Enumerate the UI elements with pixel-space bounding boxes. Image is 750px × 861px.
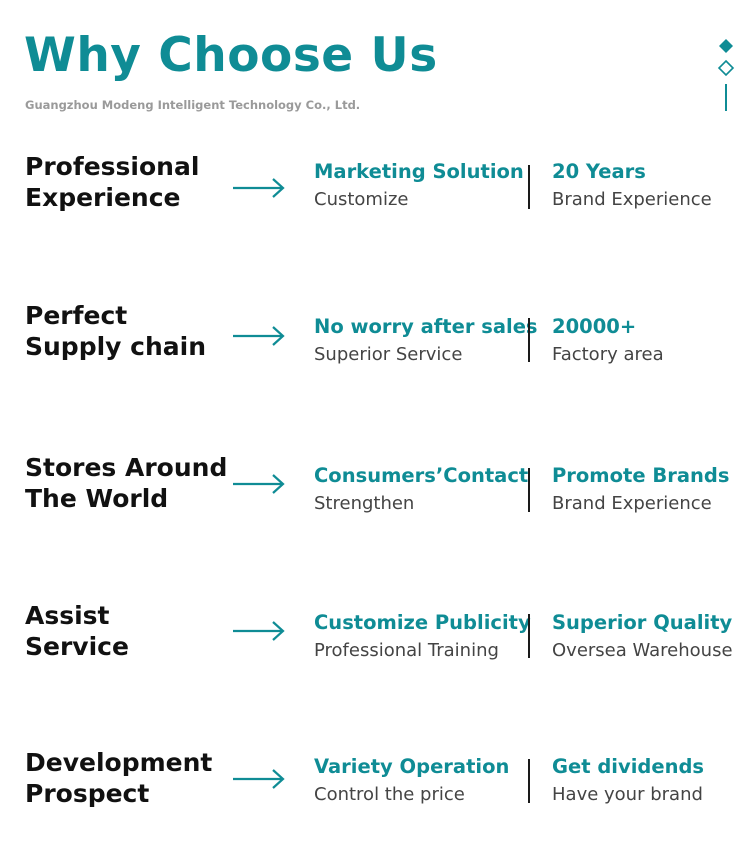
feature-left: Consumers’Contact Strengthen	[314, 462, 528, 518]
feature-row-professional-experience: Professional Experience Marketing Soluti…	[0, 151, 750, 241]
feature-row-perfect-supply-chain: Perfect Supply chain No worry after sale…	[0, 300, 750, 390]
feature-left: No worry after sales Superior Service	[314, 313, 538, 369]
row-heading-line: Development	[25, 748, 213, 777]
company-name: Guangzhou Modeng Intelligent Technology …	[25, 98, 361, 112]
feature-right: Superior Quality Oversea Warehouse	[552, 609, 733, 665]
feature-subtitle: Superior Service	[314, 344, 463, 365]
feature-title: Customize Publicity	[314, 611, 531, 634]
feature-subtitle: Brand Experience	[552, 493, 712, 514]
feature-subtitle: Oversea Warehouse	[552, 640, 733, 661]
feature-row-assist-service: Assist Service Customize Publicity Profe…	[0, 600, 750, 690]
feature-title: 20000+	[552, 315, 637, 338]
row-heading-line: Service	[25, 632, 129, 661]
row-heading-line: Stores Around	[25, 453, 228, 482]
row-heading: Stores Around The World	[25, 452, 230, 514]
feature-title: Get dividends	[552, 755, 705, 778]
feature-subtitle: Brand Experience	[552, 189, 712, 210]
feature-title: Promote Brands	[552, 464, 730, 487]
feature-right: Promote Brands Brand Experience	[552, 462, 729, 518]
row-heading-line: Supply chain	[25, 332, 207, 361]
row-heading: Development Prospect	[25, 747, 230, 809]
feature-left: Customize Publicity Professional Trainin…	[314, 609, 531, 665]
feature-right: 20 Years Brand Experience	[552, 158, 712, 214]
right-arrow-icon	[233, 326, 285, 346]
outline-diamond-icon	[717, 59, 735, 77]
diamond-decoration-icon	[717, 39, 735, 111]
right-arrow-icon	[233, 621, 285, 641]
feature-title: No worry after sales	[314, 315, 538, 338]
feature-row-development-prospect: Development Prospect Variety Operation C…	[0, 745, 750, 835]
feature-left: Variety Operation Control the price	[314, 753, 509, 809]
feature-title: Superior Quality	[552, 611, 733, 634]
feature-subtitle: Professional Training	[314, 640, 499, 661]
feature-subtitle: Control the price	[314, 784, 465, 805]
feature-title: 20 Years	[552, 160, 646, 183]
feature-title: Variety Operation	[314, 755, 510, 778]
page-title: Why Choose Us	[24, 28, 438, 83]
feature-right: Get dividends Have your brand	[552, 753, 704, 809]
row-heading-line: Perfect	[25, 301, 128, 330]
row-heading-line: Professional	[25, 152, 200, 181]
row-heading: Perfect Supply chain	[25, 300, 230, 362]
column-divider	[528, 318, 530, 362]
row-heading: Assist Service	[25, 600, 230, 662]
column-divider	[528, 614, 530, 658]
column-divider	[528, 759, 530, 803]
filled-diamond-icon	[719, 39, 733, 53]
feature-subtitle: Factory area	[552, 344, 664, 365]
feature-title: Marketing Solution	[314, 160, 524, 183]
row-heading-line: Experience	[25, 183, 181, 212]
feature-title: Consumers’Contact	[314, 464, 529, 487]
column-divider	[528, 468, 530, 512]
right-arrow-icon	[233, 178, 285, 198]
row-heading-line: The World	[25, 484, 169, 513]
column-divider	[528, 165, 530, 209]
right-arrow-icon	[233, 474, 285, 494]
feature-left: Marketing Solution Customize	[314, 158, 524, 214]
row-heading-line: Assist	[25, 601, 110, 630]
feature-subtitle: Strengthen	[314, 493, 415, 514]
feature-subtitle: Customize	[314, 189, 409, 210]
row-heading: Professional Experience	[25, 151, 230, 213]
feature-row-stores-around-the-world: Stores Around The World Consumers’Contac…	[0, 452, 750, 542]
feature-subtitle: Have your brand	[552, 784, 703, 805]
feature-right: 20000+ Factory area	[552, 313, 664, 369]
row-heading-line: Prospect	[25, 779, 150, 808]
right-arrow-icon	[233, 769, 285, 789]
